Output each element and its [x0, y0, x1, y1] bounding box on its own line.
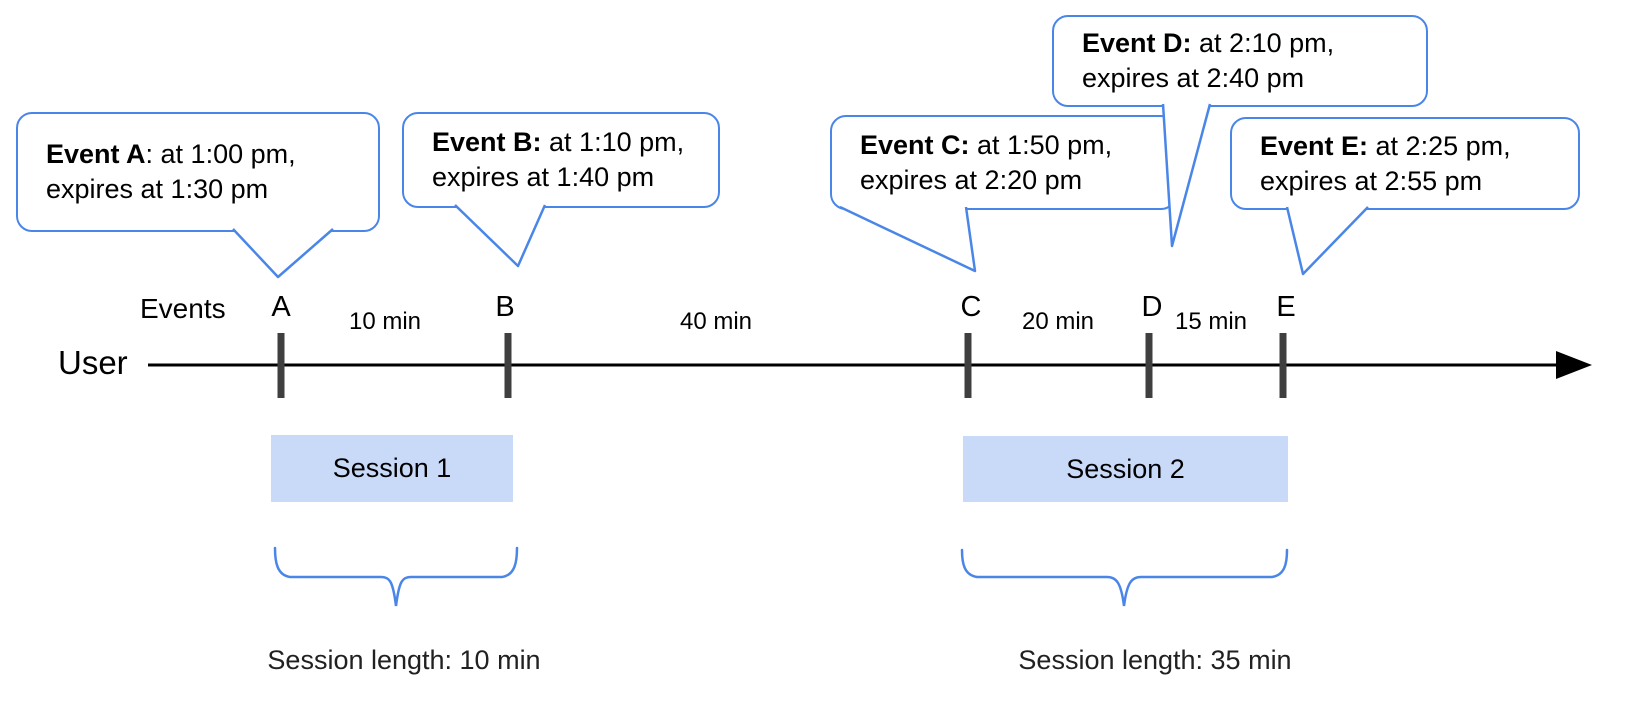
- session-2-length-label: Session length: 35 min: [1018, 645, 1292, 675]
- event-c-callout-tail: [839, 205, 977, 273]
- event-d-text: Event D: at 2:10 pm,expires at 2:40 pm: [1082, 28, 1335, 93]
- tick-event-e: [1279, 333, 1287, 398]
- event-e-callout: Event E: at 2:25 pm,expires at 2:55 pm: [1230, 117, 1580, 210]
- events-row-label: Events: [140, 293, 226, 324]
- gap-label-c-d: 20 min: [1021, 308, 1095, 335]
- event-c-text: Event C: at 1:50 pm,expires at 2:20 pm: [860, 129, 1113, 195]
- tick-event-c: [964, 333, 972, 398]
- event-c-callout: Event C: at 1:50 pm,expires at 2:20 pm: [830, 115, 1177, 210]
- event-e-text: Event E: at 2:25 pm,expires at 2:55 pm: [1260, 130, 1511, 196]
- event-b-text: Event B: at 1:10 pm,expires at 1:40 pm: [432, 127, 685, 192]
- marker-label-e: E: [1276, 291, 1296, 323]
- session-1-length-label: Session length: 10 min: [267, 645, 541, 675]
- session-1-box: Session 1: [271, 435, 513, 502]
- marker-label-c: C: [960, 291, 982, 323]
- timeline-arrowhead-icon: [1556, 351, 1592, 379]
- session-2-box: Session 2: [963, 436, 1288, 502]
- gap-label-a-b: 10 min: [348, 308, 422, 335]
- event-a-text: Event A: at 1:00 pm,expires at 1:30 pm: [46, 139, 296, 204]
- event-e-callout-tail: [1285, 206, 1369, 276]
- tick-event-b: [504, 333, 512, 398]
- event-b-callout: Event B: at 1:10 pm,expires at 1:40 pm: [402, 112, 720, 208]
- gap-label-d-e: 15 min: [1174, 308, 1248, 335]
- tick-event-d: [1145, 333, 1153, 398]
- marker-label-a: A: [271, 291, 291, 323]
- marker-label-b: B: [495, 291, 515, 323]
- gap-label-b-c: 40 min: [679, 308, 753, 335]
- event-a-callout-tail: [232, 228, 334, 279]
- marker-label-d: D: [1141, 291, 1163, 323]
- tick-event-a: [277, 333, 285, 398]
- session-2-label: Session 2: [1066, 453, 1185, 484]
- user-row-label: User: [58, 344, 128, 381]
- session-1-brace: [273, 546, 519, 607]
- event-b-callout-tail: [454, 204, 547, 268]
- session-1-label: Session 1: [332, 453, 452, 483]
- event-d-callout: Event D: at 2:10 pm,expires at 2:40 pm: [1052, 15, 1428, 107]
- session-2-brace: [960, 548, 1289, 607]
- event-a-callout: Event A: at 1:00 pm,expires at 1:30 pm: [16, 112, 380, 232]
